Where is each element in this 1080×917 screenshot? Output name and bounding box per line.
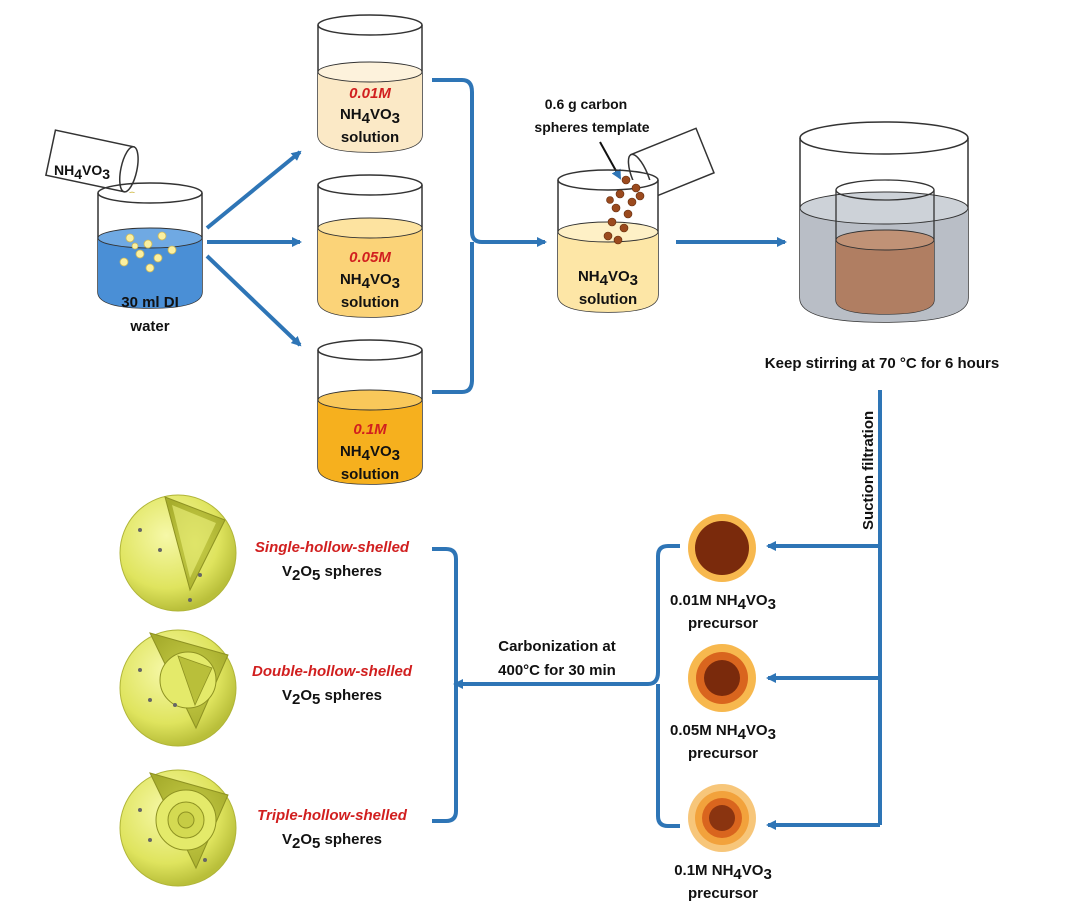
precursor-2-label: 0.05M NH4VO3 [670,722,776,743]
solution-3-conc: 0.1M [353,421,387,438]
template-label-2: spheres template [534,119,649,135]
pour-label: NH4VO3 [54,162,110,182]
solution-3-compound: NH4VO3 [340,443,400,464]
carbonization-label-1: Carbonization at [498,638,616,655]
branch-arrows [205,150,302,347]
product-double-formula: V2O5 spheres [282,687,382,708]
sphere-triple-icon [119,769,237,887]
water-label-2: water [129,318,169,335]
product-bracket [432,547,458,823]
solution-2-word: solution [341,294,399,311]
precursor-3-label: 0.1M NH4VO3 [674,862,772,883]
solution-beaker-1 [317,14,423,153]
water-beaker-icon [97,182,203,309]
carbonization-bracket [453,544,680,828]
solution-3-word: solution [341,466,399,483]
sphere-double-icon [119,629,237,747]
precursor-1-label: 0.01M NH4VO3 [670,592,776,613]
template-word: solution [579,291,637,308]
template-compound: NH4VO3 [578,268,638,289]
merge-bracket [432,78,547,394]
start-stage: NH4VO3 30 ml DI water [44,129,203,335]
solution-1-word: solution [341,129,399,146]
product-double-type: Double-hollow-shelled [252,663,413,680]
product-single-formula: V2O5 spheres [282,563,382,584]
precursor-3-word: precursor [688,885,758,902]
solution-1-conc: 0.01M [349,85,391,102]
filtration-label: Suction filtration [860,411,877,530]
product-triple-type: Triple-hollow-shelled [257,807,408,824]
stirring-label: Keep stirring at 70 °C for 6 hours [765,355,999,372]
solution-beaker-2 [317,174,423,318]
solution-2-conc: 0.05M [349,249,391,266]
precursor-2-word: precursor [688,745,758,762]
product-triple-formula: V2O5 spheres [282,831,382,852]
filtration-branch-arrows [766,541,880,830]
precursor-1-word: precursor [688,615,758,632]
pouring-cup-icon [44,129,139,193]
solution-beaker-3 [317,339,423,485]
precursor-3-icon [688,784,756,852]
template-label-1: 0.6 g carbon [545,96,627,112]
carbonization-label-2: 400°C for 30 min [498,662,616,679]
sphere-single-icon [119,494,237,612]
carbon-spheres [603,175,645,245]
product-single-type: Single-hollow-shelled [255,539,410,556]
precursor-2-icon [688,644,756,712]
template-pointer [599,141,621,180]
precursor-1-icon [688,514,756,582]
stirring-bath-icon [799,121,969,323]
water-label: 30 ml DI [121,294,179,311]
solution-1-compound: NH4VO3 [340,106,400,127]
solution-2-compound: NH4VO3 [340,271,400,292]
